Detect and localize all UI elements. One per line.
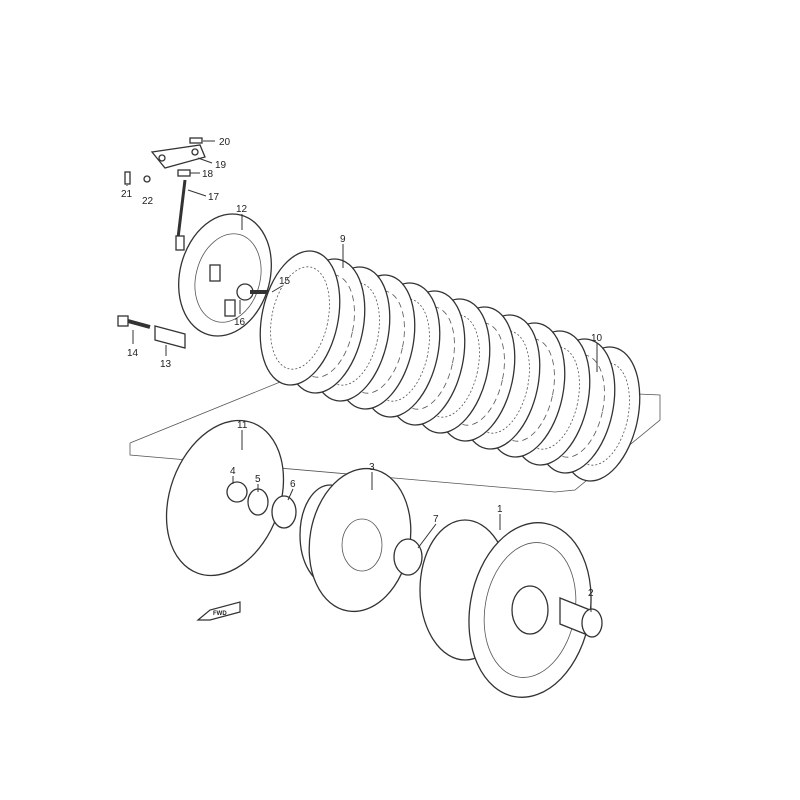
label-5: 5 [255, 474, 261, 485]
label-22: 22 [142, 196, 154, 207]
bolt-and-spring [117, 315, 186, 349]
label-3: 3 [369, 462, 375, 473]
label-7: 7 [433, 514, 439, 525]
label-10: 10 [591, 333, 603, 344]
label-21: 21 [121, 189, 133, 200]
label-9: 9 [340, 234, 346, 245]
hub-disc [165, 419, 297, 577]
pressure-plate [178, 213, 285, 337]
friction-plate [259, 250, 341, 386]
fwd-label: FWD [213, 611, 227, 617]
leader-lines [126, 140, 598, 612]
label-6: 6 [290, 479, 296, 490]
clutch-housing [419, 519, 603, 698]
label-19: 19 [215, 160, 227, 171]
label-20: 20 [219, 137, 231, 148]
label-13: 13 [160, 359, 172, 370]
label-12: 12 [236, 204, 248, 215]
clutch-plate-stack [259, 250, 641, 482]
label-2: 2 [588, 588, 594, 599]
label-18: 18 [202, 169, 214, 180]
label-15: 15 [279, 276, 291, 287]
label-16: 16 [234, 317, 246, 328]
label-4: 4 [230, 466, 236, 477]
label-1: 1 [497, 504, 503, 515]
label-11: 11 [237, 420, 248, 431]
clutch-hub [299, 467, 423, 613]
release-lever-assembly [124, 137, 206, 251]
plate-inner-edge [270, 266, 330, 370]
fwd-direction-arrow: FWD [196, 601, 241, 621]
part-labels: 20 19 18 17 21 22 12 15 16 14 13 9 10 11… [121, 137, 603, 599]
label-14: 14 [127, 348, 139, 359]
label-17: 17 [208, 192, 220, 203]
